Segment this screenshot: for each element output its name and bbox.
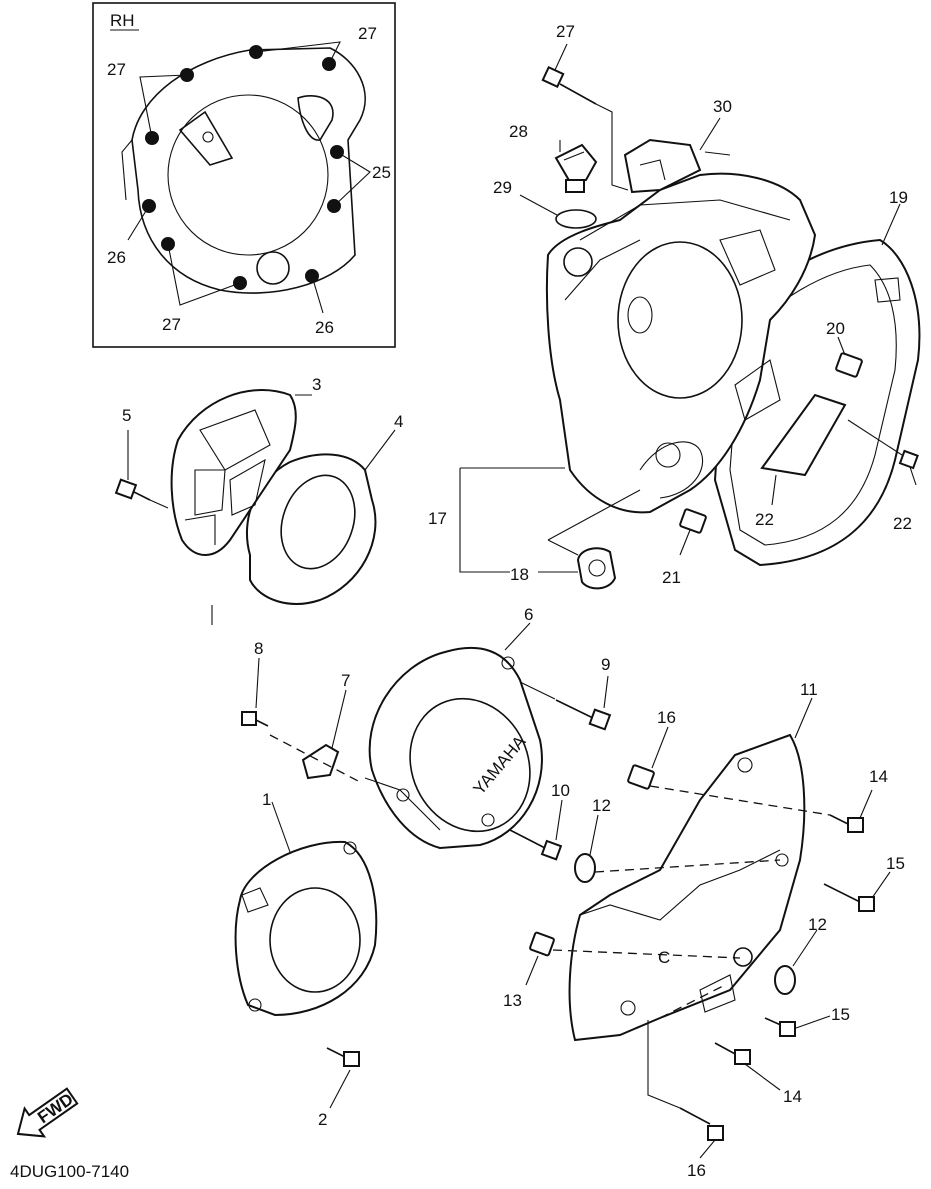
grommet-23 bbox=[760, 393, 847, 477]
bolt-5 bbox=[114, 478, 151, 501]
callout-11: 11 bbox=[800, 680, 818, 699]
dowel-22-upper bbox=[835, 352, 863, 378]
crankcase-cover-assembly: 27 30 28 29 19 20 17 18 21 22 22 bbox=[428, 22, 921, 590]
cover-1-assembly: 1 2 bbox=[234, 790, 378, 1129]
callout-26-inset-right: 26 bbox=[315, 318, 334, 337]
bolt-27 bbox=[541, 65, 597, 105]
bolt-9 bbox=[555, 699, 612, 731]
callout-22-upper: 20 bbox=[826, 319, 845, 338]
callout-7: 7 bbox=[341, 671, 350, 690]
bolt-10 bbox=[509, 829, 563, 861]
callout-3: 3 bbox=[312, 375, 321, 394]
callout-12-lower: 12 bbox=[808, 915, 827, 934]
callout-21: 19 bbox=[889, 188, 908, 207]
callout-2: 2 bbox=[318, 1110, 327, 1129]
callout-8: 8 bbox=[254, 639, 263, 658]
callout-29: 29 bbox=[493, 178, 512, 197]
inset-frame bbox=[92, 2, 396, 348]
bolt-15-lower bbox=[764, 1017, 796, 1037]
bolt-16 bbox=[679, 1107, 724, 1141]
crankcase-cover-19 bbox=[545, 172, 817, 514]
callout-27-inset-left: 27 bbox=[107, 60, 126, 79]
callout-18: 16 bbox=[657, 708, 676, 727]
callout-17: 15 bbox=[886, 854, 905, 873]
callout-16: 16 bbox=[687, 1161, 706, 1180]
generator-cover-6 bbox=[368, 646, 543, 850]
dowel-22-lower bbox=[679, 508, 707, 534]
bracket-30 bbox=[623, 138, 702, 194]
dowel-18 bbox=[627, 764, 655, 790]
callout-27-inset-top: 27 bbox=[358, 24, 377, 43]
cover-11 bbox=[568, 733, 806, 1042]
oil-filler-port bbox=[563, 247, 593, 277]
callout-28: 28 bbox=[509, 122, 528, 141]
dowel-13 bbox=[529, 931, 555, 957]
callout-1: 1 bbox=[262, 790, 271, 809]
washer-12-lower bbox=[774, 965, 796, 995]
washer-12-upper bbox=[574, 853, 596, 883]
callout-30: 30 bbox=[713, 97, 732, 116]
diagram-code: 4DUG100-7140 bbox=[10, 1162, 129, 1181]
bolt-17 bbox=[823, 883, 875, 912]
plate-assembly: 5 3 4 bbox=[114, 375, 403, 625]
callout-22-lower: 21 bbox=[662, 568, 681, 587]
o-ring-29 bbox=[555, 209, 597, 229]
inset-label: RH bbox=[110, 11, 135, 30]
callout-9: 9 bbox=[601, 655, 610, 674]
bolt-2 bbox=[326, 1047, 360, 1067]
crankcase-cover-1 bbox=[234, 840, 378, 1017]
callout-15-lower: 15 bbox=[831, 1005, 850, 1024]
callout-10: 10 bbox=[551, 781, 570, 800]
rh-inset: RH 27 bbox=[92, 2, 396, 348]
callout-19: 17 bbox=[428, 509, 447, 528]
cover-11-mark: C bbox=[658, 948, 670, 967]
callout-24: 22 bbox=[893, 514, 912, 533]
bolt-15-upper bbox=[829, 814, 864, 833]
bolt-14 bbox=[714, 1042, 751, 1065]
grommet-20 bbox=[576, 547, 617, 590]
callout-12-upper: 12 bbox=[592, 796, 611, 815]
callout-20: 18 bbox=[510, 565, 529, 584]
cover-11-assembly: C bbox=[503, 680, 905, 1180]
callout-27-inset-bottom: 27 bbox=[162, 315, 181, 334]
callout-27: 27 bbox=[556, 22, 575, 41]
callout-23: 22 bbox=[755, 510, 774, 529]
callout-25-inset: 25 bbox=[372, 163, 391, 182]
callout-13: 13 bbox=[503, 991, 522, 1010]
callout-4: 4 bbox=[394, 412, 403, 431]
callout-14: 14 bbox=[783, 1087, 802, 1106]
clamp-7 bbox=[301, 743, 340, 780]
generator-cover-assembly: YAMAHA 8 7 6 9 10 bbox=[241, 605, 612, 861]
bolt-24 bbox=[898, 449, 919, 470]
gasket-outline bbox=[131, 47, 366, 294]
fwd-arrow: FWD bbox=[16, 1087, 79, 1138]
gasket-bore bbox=[167, 94, 329, 256]
callout-6: 6 bbox=[524, 605, 533, 624]
callout-15-upper: 14 bbox=[869, 767, 888, 786]
callout-26-inset-left: 26 bbox=[107, 248, 126, 267]
callout-5: 5 bbox=[122, 406, 131, 425]
bolt-8 bbox=[241, 711, 257, 726]
oil-filler-cap-28 bbox=[554, 143, 598, 193]
